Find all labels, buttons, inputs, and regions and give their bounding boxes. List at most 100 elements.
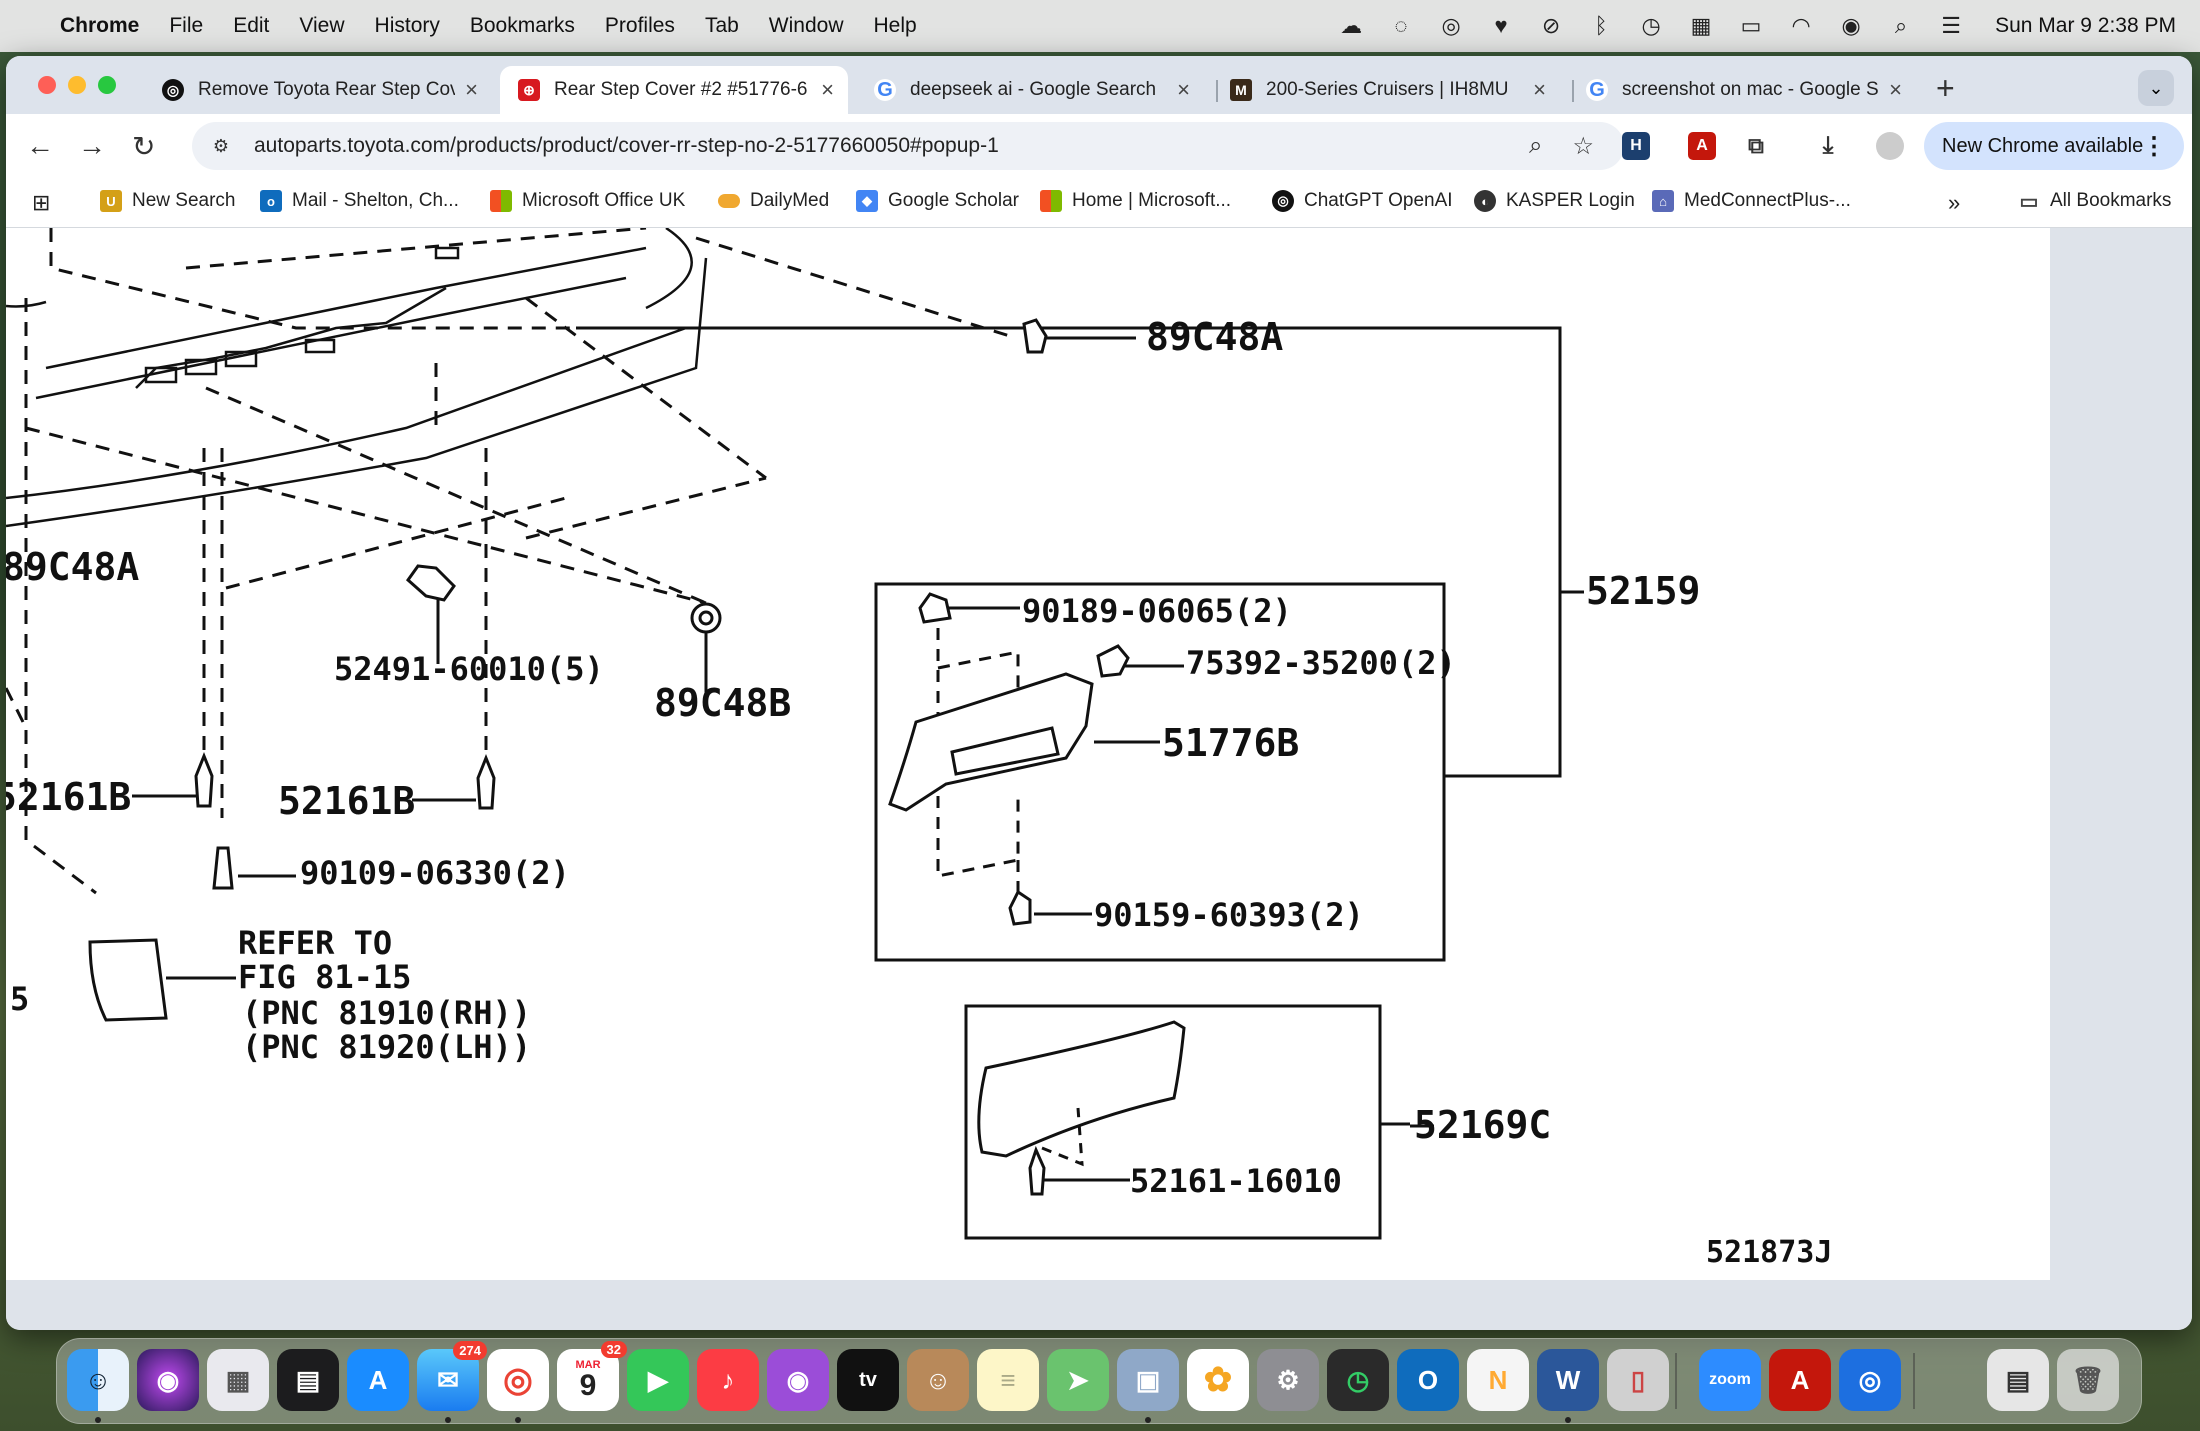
all-bookmarks-folder[interactable]: ▭All Bookmarks (2018, 190, 2172, 213)
window-minimize-button[interactable] (68, 76, 86, 94)
icloud-icon[interactable]: ☁ (1340, 13, 1363, 38)
tab-rear-step-cover[interactable]: ⊕ Rear Step Cover #2 #51776-6 × (500, 66, 848, 114)
more-bookmarks-chevron-icon[interactable]: » (1948, 190, 1961, 215)
calculator-icon[interactable]: ▤ (277, 1349, 339, 1411)
window-maximize-button[interactable] (98, 76, 116, 94)
system-settings-icon[interactable]: ⚙ (1257, 1349, 1319, 1411)
address-bar[interactable]: ⚙ autoparts.toyota.com/products/product/… (192, 122, 1624, 170)
music-icon[interactable]: ♪ (697, 1349, 759, 1411)
keyboard-icon[interactable]: ▦ (1690, 13, 1712, 38)
url-text[interactable]: autoparts.toyota.com/products/product/co… (254, 134, 999, 157)
acrobat-icon[interactable]: A (1769, 1349, 1831, 1411)
podcasts-icon[interactable]: ◉ (767, 1349, 829, 1411)
new-chrome-available-button[interactable]: New Chrome available ⋮ (1924, 122, 2184, 170)
menubar-clock[interactable]: Sun Mar 9 2:38 PM (1995, 14, 2176, 37)
zoom-icon[interactable]: ⌕ (1529, 132, 1543, 159)
bookmark-chatgpt[interactable]: ◎ChatGPT OpenAI (1272, 190, 1453, 212)
close-icon[interactable]: × (465, 77, 478, 102)
step-cover-52169c (977, 1020, 1186, 1196)
tab-200-series[interactable]: M 200-Series Cruisers | IH8MU × (1212, 66, 1560, 114)
menu-file[interactable]: File (169, 14, 204, 37)
creative-cloud-icon[interactable]: ◎ (1441, 13, 1461, 38)
window-close-button[interactable] (38, 76, 56, 94)
outlook-icon[interactable]: O (1397, 1349, 1459, 1411)
control-center-icon[interactable]: ☰ (1941, 13, 1961, 38)
menu-edit[interactable]: Edit (233, 14, 270, 37)
notes-icon[interactable]: ≡ (977, 1349, 1039, 1411)
bookmark-star-icon[interactable]: ☆ (1572, 132, 1594, 160)
spiral-app-icon[interactable]: ◎ (1839, 1349, 1901, 1411)
new-tab-button[interactable]: + (1936, 70, 1955, 106)
word-icon[interactable]: W (1537, 1349, 1599, 1423)
more-menu-icon[interactable]: ⋮ (2142, 132, 2166, 160)
preview-icon[interactable]: ▣ (1117, 1349, 1179, 1423)
photos-icon[interactable]: ✿ (1187, 1349, 1249, 1411)
reload-button[interactable]: ↻ (132, 131, 156, 162)
tab-remove-toyota[interactable]: ◎ Remove Toyota Rear Step Cov × (144, 66, 492, 114)
tab-search-button[interactable]: ⌄ (2138, 70, 2174, 106)
bookmark-home-microsoft[interactable]: Home | Microsoft... (1040, 190, 1231, 212)
forward-button[interactable]: → (78, 130, 106, 161)
menu-view[interactable]: View (299, 14, 345, 37)
close-icon[interactable]: × (1889, 77, 1902, 102)
close-icon[interactable]: × (1533, 77, 1546, 102)
battery-icon[interactable]: ▭ (1740, 13, 1762, 38)
bluetooth-icon[interactable]: ᛒ (1594, 13, 1608, 38)
menu-history[interactable]: History (374, 14, 440, 37)
facetime-icon[interactable]: ▶ (627, 1349, 689, 1411)
trash-icon[interactable]: 🗑 (2057, 1349, 2119, 1411)
focus-icon[interactable]: ⊘ (1541, 13, 1561, 38)
bookmark-microsoft-office-uk[interactable]: Microsoft Office UK (490, 190, 685, 212)
finder-icon[interactable]: ☺ (67, 1349, 129, 1423)
bookmark-kasper[interactable]: ◐KASPER Login (1474, 190, 1635, 212)
apps-grid-icon[interactable]: ⊞ (32, 190, 51, 215)
extension-h-icon[interactable]: H (1622, 132, 1650, 160)
calendar-badge: 32 (600, 1341, 627, 1358)
tab-screenshot-search[interactable]: G screenshot on mac - Google S × (1568, 66, 1916, 114)
menu-profiles[interactable]: Profiles (604, 14, 675, 37)
time-machine-icon[interactable]: ◷ (1327, 1349, 1389, 1411)
search-icon[interactable]: ⌕ (1894, 13, 1908, 38)
back-button[interactable]: ← (26, 130, 54, 161)
chrome-icon[interactable]: ◎ (487, 1349, 549, 1423)
contacts-icon[interactable]: ☺ (907, 1349, 969, 1411)
iphone-mirroring-icon[interactable]: ▯ (1607, 1349, 1669, 1411)
time-machine-icon[interactable]: ◷ (1641, 13, 1661, 38)
menu-bookmarks[interactable]: Bookmarks (469, 14, 575, 37)
site-info-icon[interactable]: ⚙ (212, 135, 230, 156)
extensions-puzzle-icon[interactable]: ⧉ (1742, 132, 1770, 160)
adobe-acrobat-extension-icon[interactable]: A (1688, 132, 1716, 160)
close-icon[interactable]: × (1177, 77, 1190, 102)
bookmark-google-scholar[interactable]: ◆Google Scholar (856, 190, 1019, 212)
menu-app-name[interactable]: Chrome (60, 14, 140, 37)
maps-icon[interactable]: ➤ (1047, 1349, 1109, 1411)
screenshot-folder-icon[interactable]: ▤ (1987, 1349, 2049, 1411)
launchpad-icon[interactable]: ▦ (207, 1349, 269, 1411)
tab-deepseek-search[interactable]: G deepseek ai - Google Search × (856, 66, 1204, 114)
menu-help[interactable]: Help (873, 14, 917, 37)
bookmark-dailymed[interactable]: DailyMed (718, 190, 829, 212)
sync-icon[interactable]: ◌ (1394, 13, 1408, 38)
download-icon[interactable]: ⤓ (1814, 132, 1842, 160)
health-icon[interactable]: ♥ (1494, 13, 1508, 38)
menu-window[interactable]: Window (768, 14, 844, 37)
close-icon[interactable]: × (821, 77, 834, 102)
app-store-icon[interactable]: A (347, 1349, 409, 1411)
menu-tab[interactable]: Tab (704, 14, 739, 37)
bookmark-medconnectplus[interactable]: ⌂MedConnectPlus-... (1652, 190, 1851, 212)
label-refer-to: REFER TO (238, 924, 392, 962)
apple-tv-icon[interactable]: tv (837, 1349, 899, 1411)
calendar-icon[interactable]: MAR 9 32 (557, 1341, 627, 1411)
mail-icon[interactable]: ✉274 (417, 1341, 487, 1423)
tab-title: deepseek ai - Google Search (910, 79, 1157, 100)
tab-separator (1572, 80, 1574, 102)
profile-avatar-icon[interactable] (1876, 132, 1904, 160)
zoom-icon[interactable]: zoom (1699, 1349, 1761, 1411)
user-icon[interactable]: ◉ (1841, 13, 1861, 38)
wifi-icon[interactable]: ◠ (1791, 13, 1811, 38)
label-90109-06330: 90109-06330(2) (300, 854, 570, 892)
news-icon[interactable]: N (1467, 1349, 1529, 1411)
siri-icon[interactable]: ◉ (137, 1349, 199, 1411)
